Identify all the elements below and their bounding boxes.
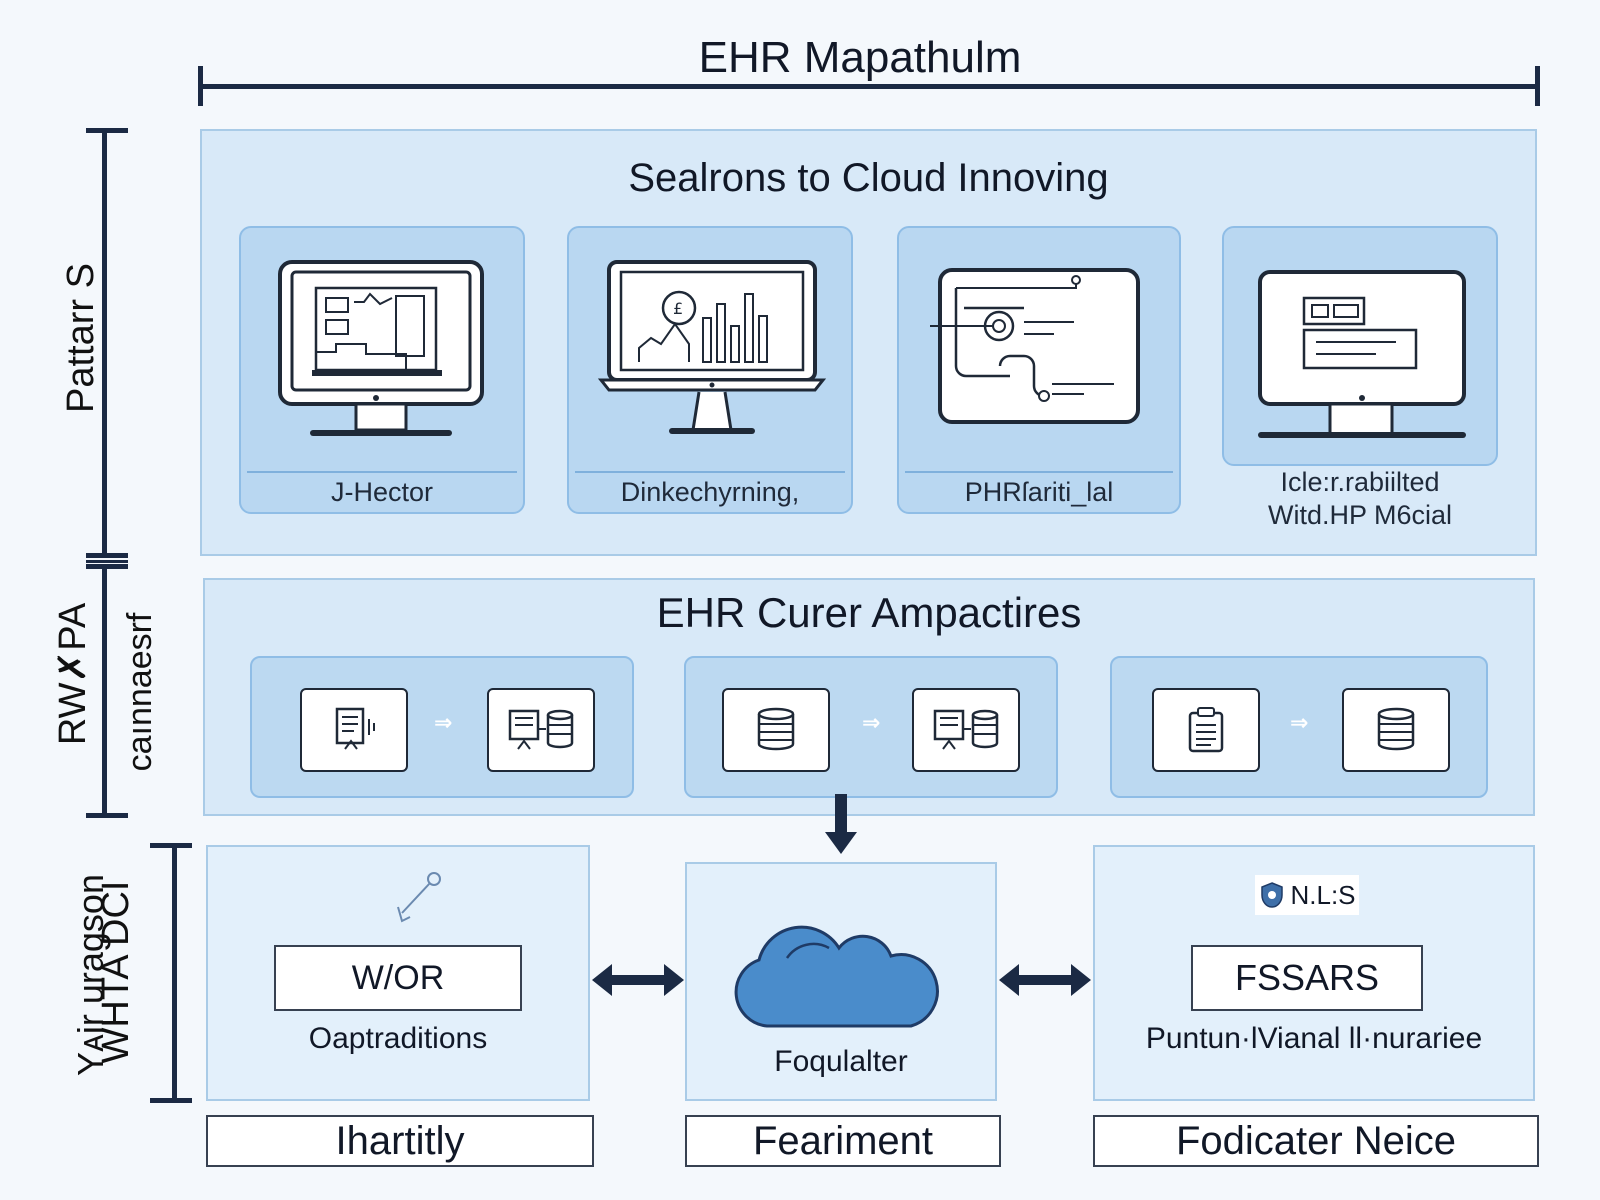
- card-label-medical-1: Icle:r.rabiilted: [1280, 467, 1440, 497]
- side-label-middle-b: caınnaesrf: [121, 612, 159, 772]
- card-separator: [905, 471, 1173, 473]
- bracket-divider: [86, 560, 128, 563]
- side-label-middle-a: RW✗PA: [52, 602, 94, 746]
- link-icon: [397, 872, 441, 923]
- document-signal-icon: [300, 688, 408, 772]
- section-cloud-innovation: Sealrons to Cloud Innoving J-Hector £: [200, 129, 1537, 556]
- card-label: Dinkechyrning,: [620, 477, 800, 507]
- badge-text: N.L:S: [1290, 879, 1356, 910]
- block-fssars: N.L:S FSSARS Puntun·lVianal ll·nurariee: [1093, 845, 1535, 1101]
- card-j-hector[interactable]: J-Hector: [239, 226, 525, 514]
- footer-feariment: Feariment: [685, 1115, 1001, 1167]
- double-arrow-right-icon: [999, 964, 1091, 996]
- title-bracket-line: [200, 84, 1540, 89]
- title-bracket-left: [198, 66, 203, 106]
- title-bracket-right: [1535, 66, 1540, 106]
- section-ehr-architectures: EHR Curer Ampactires ⇒ ⇒ ⇒: [203, 578, 1535, 816]
- cloud-caption: Foqulalter: [774, 1045, 908, 1078]
- section-cloud-innovation-title: Sealrons to Cloud Innoving: [628, 155, 1109, 200]
- card-dinkechyrning[interactable]: £ Dinkechyrning,: [567, 226, 853, 514]
- work-order-box[interactable]: W/OR: [274, 945, 522, 1011]
- flow-document-icon: [930, 268, 1140, 424]
- diagram-title: EHR Mapathulm: [698, 33, 1022, 82]
- card-label: J-Hector: [330, 477, 433, 507]
- card-label: PHRſariti_lal: [964, 477, 1114, 507]
- flow-group-3: ⇒: [1110, 656, 1488, 798]
- flow-group-1: ⇒: [250, 656, 634, 798]
- monitor-chart-icon: £: [597, 260, 827, 434]
- block-work-order: W/OR Oaptraditions: [206, 845, 590, 1101]
- cloud-icon: [734, 925, 939, 1028]
- monitor-dashboard-icon: [278, 260, 484, 436]
- footer-fodicater-neice: Fodicater Neice: [1093, 1115, 1539, 1167]
- arrow-right-icon: ⇒: [862, 710, 881, 735]
- badge-nls: N.L:S: [1255, 875, 1359, 915]
- arrow-right-icon: ⇒: [434, 710, 453, 735]
- side-label-bottom-b: WHTA DCI: [95, 880, 137, 1064]
- card-phr-partial[interactable]: PHRſariti_lal: [897, 226, 1181, 514]
- document-database-icon: [487, 688, 595, 772]
- double-arrow-left-icon: [592, 964, 684, 996]
- fssars-box[interactable]: FSSARS: [1191, 945, 1423, 1011]
- left-bracket-1-cap-bottom: [86, 553, 128, 558]
- left-bracket-3-cap-top: [150, 843, 192, 848]
- side-label-top: Pattarr S: [60, 263, 102, 413]
- work-order-caption: Oaptraditions: [308, 1022, 488, 1055]
- block-cloud: Foqulalter: [685, 862, 997, 1101]
- left-bracket-3: [172, 843, 177, 1103]
- card-medical[interactable]: [1222, 226, 1498, 466]
- svg-text:£: £: [673, 299, 683, 318]
- database-icon: [1342, 688, 1450, 772]
- shield-badge-icon: [1261, 882, 1284, 908]
- left-bracket-2: [102, 564, 107, 818]
- flow-group-2: ⇒: [684, 656, 1058, 798]
- section-ehr-architectures-title: EHR Curer Ampactires: [656, 589, 1082, 636]
- card-separator: [575, 471, 845, 473]
- clipboard-icon: [1152, 688, 1260, 772]
- left-bracket-3-cap-bottom: [150, 1098, 192, 1103]
- left-bracket-1-cap-top: [86, 128, 128, 133]
- left-bracket-2-cap-top: [86, 564, 128, 569]
- database-icon: [722, 688, 830, 772]
- card-label-medical-2: Witd.HP M6cial: [1267, 500, 1453, 530]
- left-bracket-2-cap-bottom: [86, 813, 128, 818]
- arrow-right-icon: ⇒: [1290, 710, 1309, 735]
- fssars-caption: Puntun·lVianal ll·nurariee: [1145, 1022, 1483, 1055]
- monitor-form-icon: [1258, 270, 1466, 438]
- left-bracket-1: [102, 128, 107, 558]
- arrow-down-icon: [825, 794, 857, 854]
- footer-ihartitly: Ihartitly: [206, 1115, 594, 1167]
- card-separator: [247, 471, 517, 473]
- document-database-icon: [912, 688, 1020, 772]
